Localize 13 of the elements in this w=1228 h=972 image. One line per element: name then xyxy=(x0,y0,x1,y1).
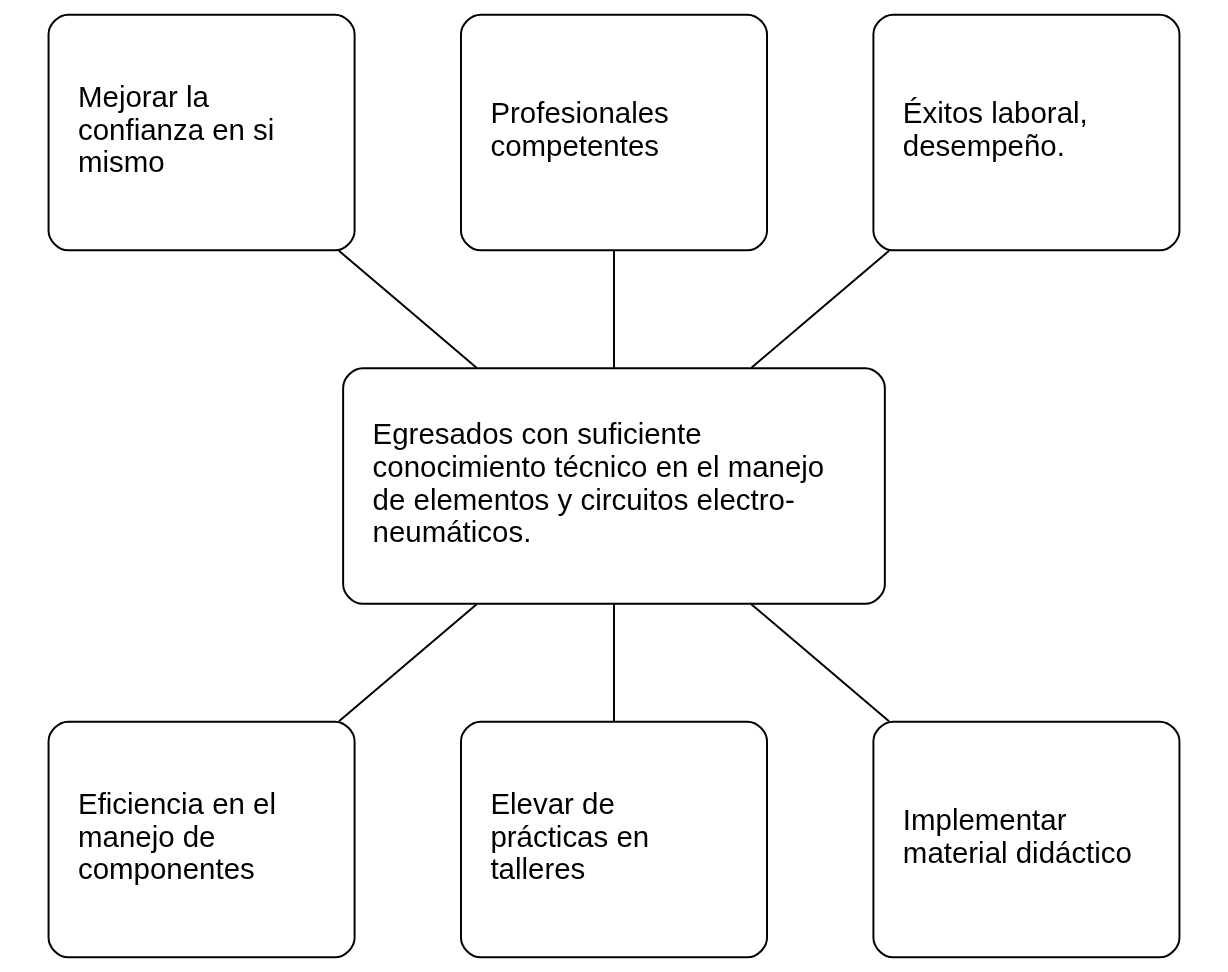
connector xyxy=(338,603,478,723)
connector xyxy=(337,249,478,369)
connector xyxy=(613,249,615,369)
node-box: Eficiencia en el manejo de componentes xyxy=(47,720,356,959)
node-box: Egresados con suficiente conocimiento técnico en el manejo de elementos y circuitos electro-neumáticos. xyxy=(342,367,886,605)
node-box: Implementar material didáctico xyxy=(872,720,1181,959)
node-box: Elevar de prácticas en talleres xyxy=(460,720,768,959)
node-box: Éxitos laboral, desempeño. xyxy=(872,13,1181,252)
connector xyxy=(750,603,890,723)
node-box: Profesionales competentes xyxy=(460,13,768,252)
connector xyxy=(750,249,891,369)
connector xyxy=(613,603,615,723)
node-box: Mejorar la confianza en si mismo xyxy=(47,13,356,252)
